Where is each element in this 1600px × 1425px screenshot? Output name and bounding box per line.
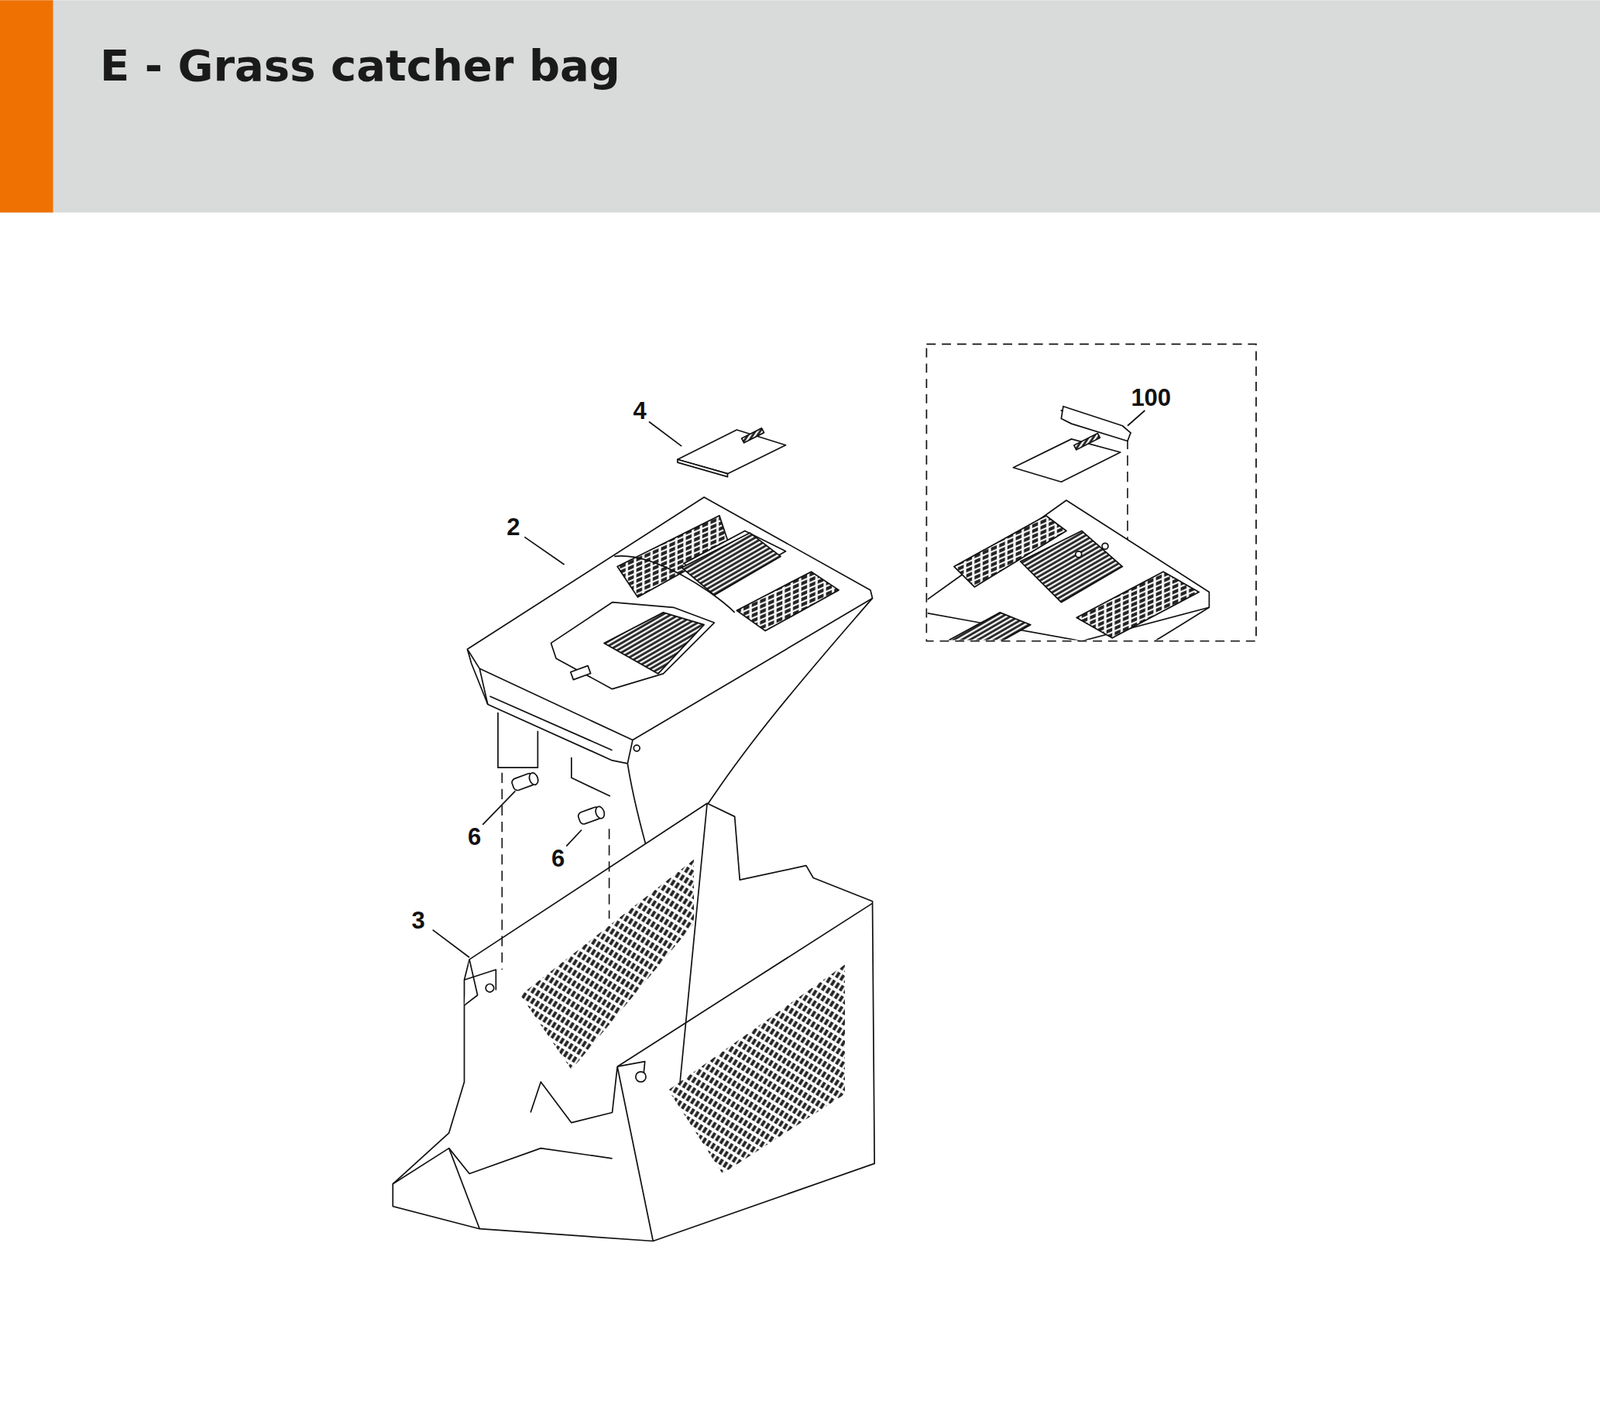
callout-number: 3 bbox=[412, 908, 426, 933]
detail-view bbox=[927, 406, 1210, 641]
callout-number: 6 bbox=[551, 846, 565, 871]
page-title: E - Grass catcher bag bbox=[99, 40, 621, 91]
assembly-line bbox=[501, 439, 1128, 970]
leader-line bbox=[432, 410, 1146, 958]
callout-number: 100 bbox=[1130, 384, 1171, 409]
header-band bbox=[0, 0, 1600, 213]
callout-number: 2 bbox=[506, 514, 520, 539]
callout-number: 6 bbox=[467, 824, 481, 849]
exploded-view bbox=[392, 428, 875, 1242]
callout-number: 4 bbox=[633, 398, 647, 423]
accent-strip bbox=[0, 0, 54, 213]
